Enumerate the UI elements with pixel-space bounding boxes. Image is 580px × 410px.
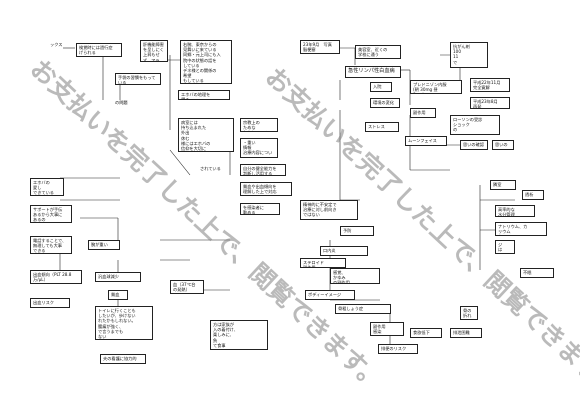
box-b19: 病室には 持ち込まれた 外出 休む 様にはエホバの 信仰を大切に りる xyxy=(178,118,234,152)
box-b38: 急性リンパ性白血病 xyxy=(345,66,401,78)
box-b23: 自分の健全能力を 判断し活用する xyxy=(240,164,286,176)
box-b65: 副作用 感染 xyxy=(370,322,404,336)
box-b54: 思いの確認 xyxy=(460,140,488,150)
box-b44: 平成23年8月 再発 xyxy=(470,97,510,109)
box-b62: ボディーイメージ xyxy=(305,290,355,300)
box-b35: 方は家族が 入の着付け、 楽しみに、 負 て食事 xyxy=(210,320,268,350)
box-b16: 出血リスク xyxy=(30,298,70,308)
box-b15: 出血傾向（PLT 28.8 万/μL） xyxy=(30,270,82,284)
box-b75: 高率的な 水分管理 xyxy=(495,205,535,217)
box-b47: ムーンフェイス xyxy=(405,136,447,146)
box-b30: トイレに行くことも したいが、歩けない れたかもしれない。 腰痛が強く、 で言う… xyxy=(95,306,153,340)
box-b2: 検覚時には過行症 げられる xyxy=(76,43,122,57)
box-b52: ストレス xyxy=(365,122,399,132)
box-b59: 感覚、 かゆみ の副作用 で死亡 xyxy=(330,268,380,284)
box-b61: ステロイド 副作用 xyxy=(300,258,346,268)
box-b77: ジ は xyxy=(495,240,515,254)
box-b12: サポートが手伝 あるから大事に あるの xyxy=(30,205,72,223)
box-b21: 宗教上の ためな 存在している xyxy=(240,118,278,132)
box-b43: 平成22年11月 完全寛解 xyxy=(470,78,510,92)
box-b73: 隣室 xyxy=(490,180,516,190)
box-b41: 抗がん剤 100 11 で xyxy=(450,42,488,68)
box-b68: 骨の 折れ xyxy=(460,306,478,320)
box-b57: 汎血球減少 xyxy=(95,272,141,282)
box-b17: 右腕、東京からの 見舞いに来ている 同郷・元上司にも入 院中の状態の話を してい… xyxy=(180,40,232,84)
box-b45: 副作用 xyxy=(410,108,436,118)
box-b25: を感染者に 勤める xyxy=(240,203,280,215)
box-b29: 貧血 xyxy=(108,290,128,300)
box-b3: 肝機能障害を呈しにく 上昇もせず、アラ する xyxy=(140,40,168,62)
box-b33: 血（37℃台 の発熱） xyxy=(170,280,204,294)
box-b18: エホバの地理を 得る xyxy=(178,90,230,100)
box-b22: ・重い 情報 治療内容についての アセスメント xyxy=(240,138,278,158)
box-b63: 骨粗しょう症 xyxy=(335,304,391,314)
box-b14: 腕が重い xyxy=(88,240,120,250)
box-b11: エホバの 愛し できている xyxy=(30,178,64,196)
box-b5: 手袋の習慣をもって いる xyxy=(115,73,161,85)
box-b60: 精神的に不安定で 治療に対し前向き ではない xyxy=(300,200,358,220)
box-b76: ナトリウム、カ リウム カ xyxy=(495,222,547,236)
box-b13: 電話することで、 無理しても大事 できる xyxy=(30,236,72,254)
box-b70: 排泄困難 xyxy=(450,328,482,338)
text-b20: の問題 xyxy=(115,100,128,105)
box-b24: 貧血や出血傾向を 理解した上で対応 xyxy=(240,182,292,196)
box-b66: 食欲低下 xyxy=(410,328,442,338)
box-b37: 美容室、近くの 学校に通う xyxy=(355,45,401,59)
box-b36: 23年9月 写真 脳梗塞 xyxy=(300,40,340,54)
box-b58: 口内炎 xyxy=(320,246,368,256)
text-b26: されている xyxy=(200,166,221,171)
box-b31: 夫の看護に協力的 xyxy=(100,354,146,364)
box-b54b: 予防 xyxy=(340,226,374,236)
text-b1: ックス xyxy=(50,42,63,47)
box-b48: ローソンの受診 ショック の xyxy=(450,115,500,135)
box-b42: プレドニゾン内服 (朝 30mg 昼 8mg) xyxy=(410,80,462,94)
box-b78: 不眠 xyxy=(520,268,554,278)
box-b74: 透析 xyxy=(522,190,544,200)
box-b39: 入院 xyxy=(370,82,392,92)
box-b67: 排便のリスク xyxy=(378,344,418,354)
box-b50: 思いの xyxy=(492,140,514,150)
box-b40: 環境の変化 xyxy=(370,98,400,108)
